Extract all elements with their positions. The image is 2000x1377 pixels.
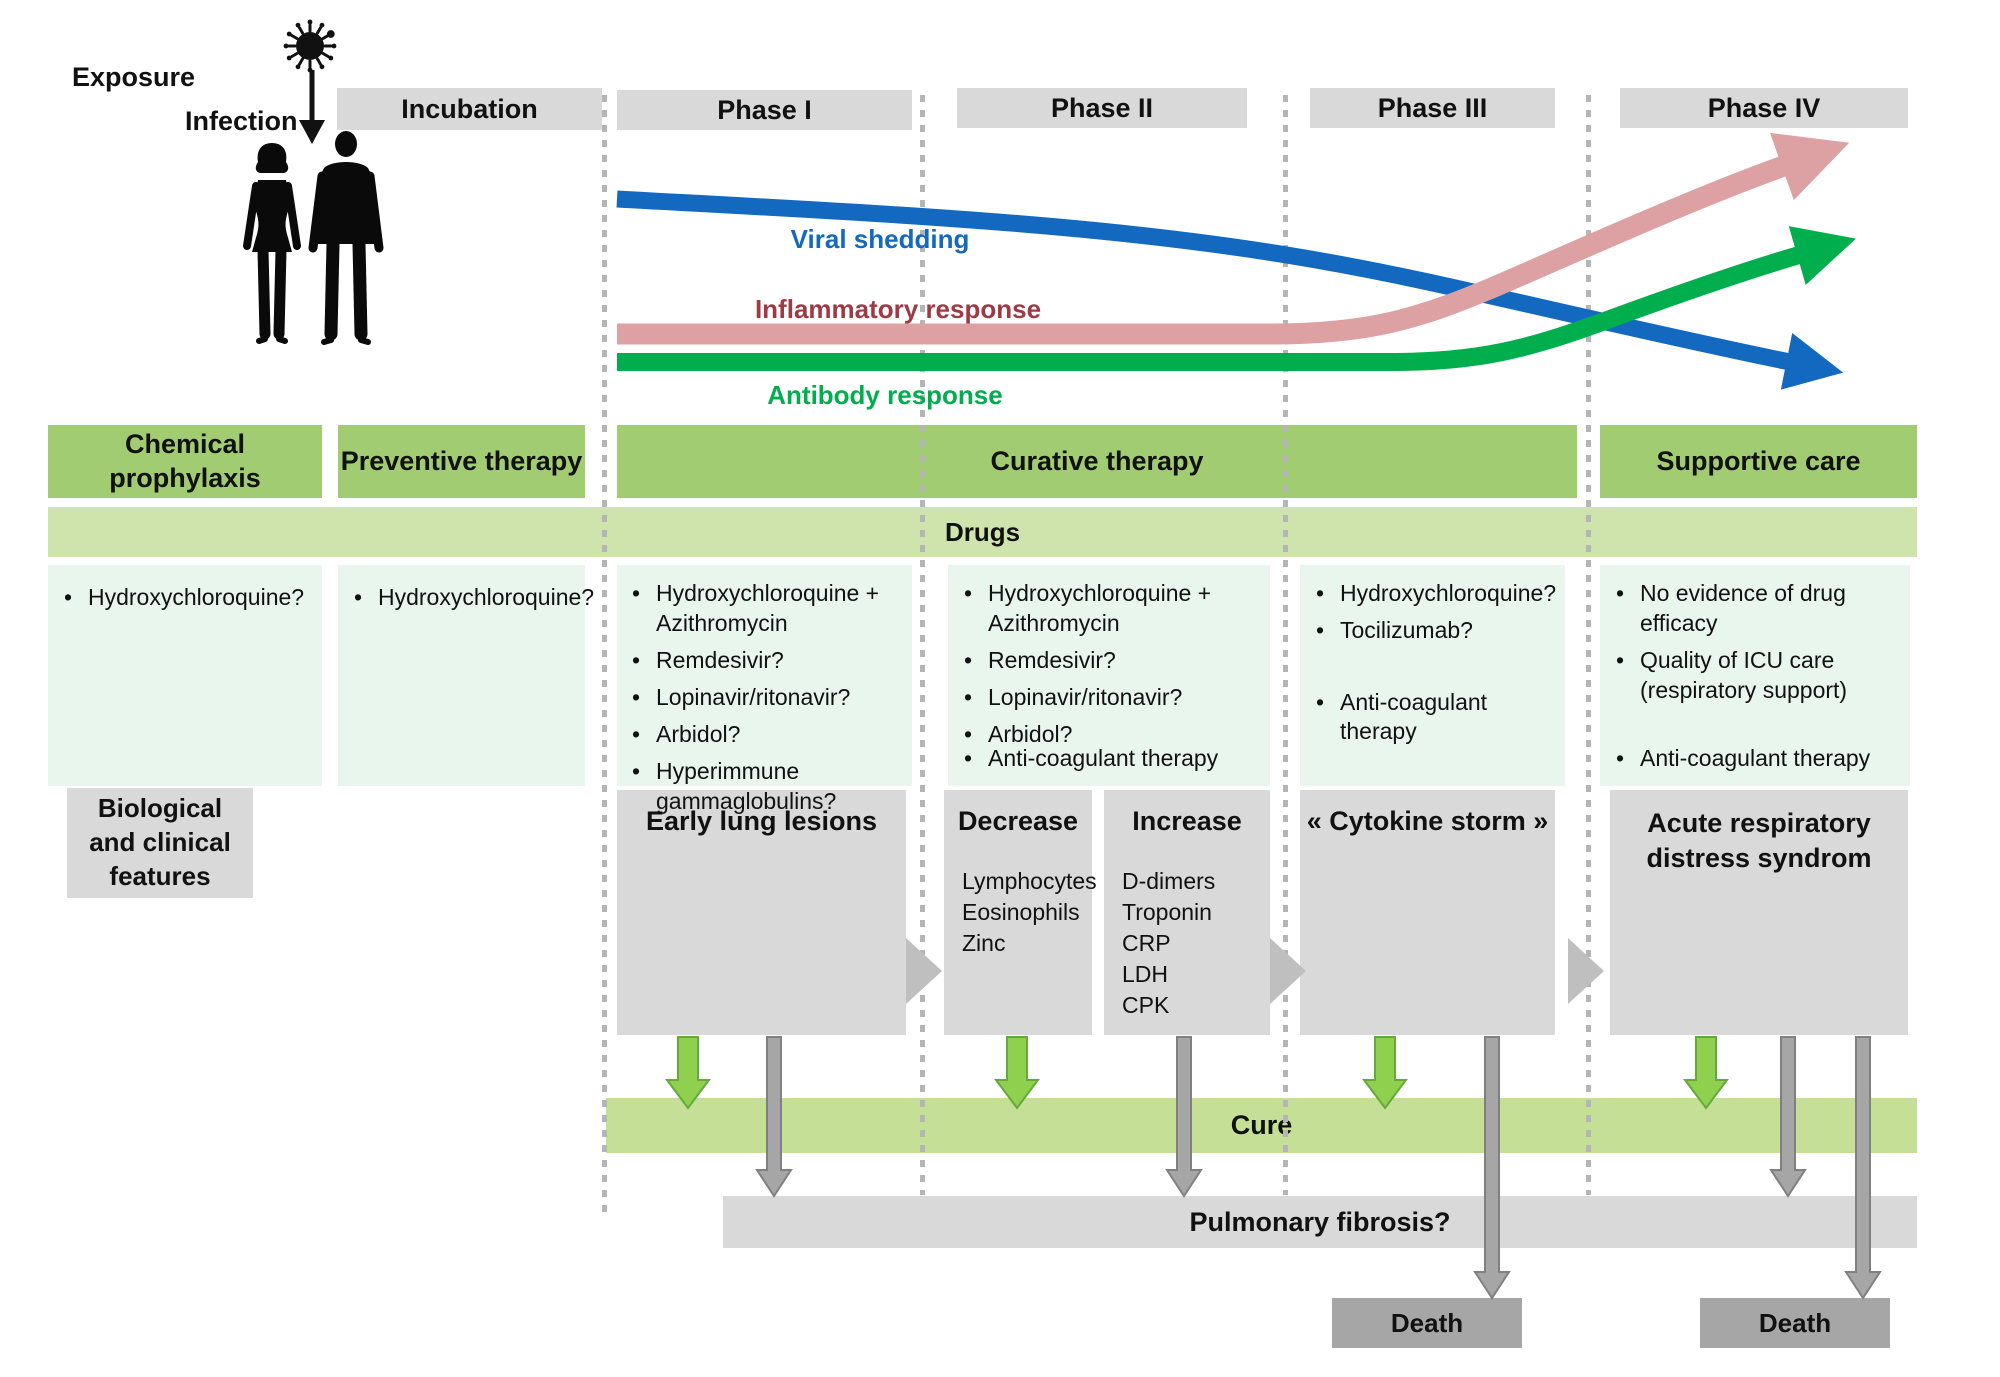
decrease-title: Decrease (957, 806, 1079, 836)
supportive-care-box: Supportive care (1600, 425, 1917, 498)
preventive-therapy-label: Preventive therapy (340, 445, 583, 476)
drug-list-phase3: Hydroxychloroquine? Tocilizumab? (1314, 578, 1558, 652)
exposure-label: Exposure (72, 62, 196, 92)
cure-label: Cure (1230, 1110, 1293, 1140)
increase-title: Increase (1132, 806, 1242, 836)
curative-therapy-box: Curative therapy (617, 425, 1577, 498)
increase-list: D-dimers Troponin CRP LDH CPK (1122, 866, 1215, 1021)
cure-bar: Cure (606, 1098, 1917, 1153)
decrease-item: Lymphocytes (962, 868, 1097, 894)
drug-item: Lopinavir/ritonavir? (962, 682, 1258, 712)
death-label: Death (1390, 1307, 1464, 1338)
header-phase-4: Phase IV (1620, 88, 1908, 128)
phase-divider-line (920, 95, 925, 1195)
preventive-therapy-box: Preventive therapy (338, 425, 585, 498)
decrease-item: Eosinophils (962, 899, 1080, 925)
drug-list-phase2: Hydroxychloroquine + Azithromycin Remdes… (962, 578, 1258, 756)
drug-item: Anti-coagulant therapy (1314, 688, 1558, 746)
drug-item: Anti-coagulant therapy (1614, 744, 1904, 773)
header-phase-1: Phase I (617, 90, 912, 130)
drug-item: Lopinavir/ritonavir? (630, 682, 902, 712)
drugs-band-label: Drugs (944, 516, 1021, 547)
virus-icon (283, 19, 337, 73)
decrease-box: Decrease Lymphocytes Eosinophils Zinc (944, 790, 1097, 1035)
drug-item: Arbidol? (962, 719, 1258, 749)
death-arrow (1473, 1036, 1511, 1300)
drug-item: Hydroxychloroquine? (62, 582, 314, 612)
bio-clinical-features-box: Biological and clinical features (67, 788, 253, 898)
increase-item: D-dimers (1122, 868, 1216, 894)
drug-late-phase2: Anti-coagulant therapy (962, 744, 1258, 773)
header-incubation: Incubation (337, 88, 602, 130)
death-box-phase3: Death (1332, 1298, 1522, 1348)
viral-shedding-label: Viral shedding (790, 224, 970, 254)
drug-list-phase1: Hydroxychloroquine + Azithromycin Remdes… (630, 578, 902, 823)
increase-item: CPK (1122, 992, 1170, 1018)
woman-silhouette (243, 143, 301, 344)
drug-list-preventive: Hydroxychloroquine? (352, 582, 594, 619)
infection-label: Infection (185, 106, 298, 136)
drug-item: Hydroxychloroquine? (352, 582, 594, 612)
increase-item: CRP (1122, 930, 1171, 956)
death-arrow (1844, 1036, 1882, 1300)
chemical-prophylaxis-label: Chemical prophylaxis (109, 428, 261, 493)
phase-divider-line (602, 95, 607, 1215)
antibody-response-label: Antibody response (767, 380, 1003, 410)
increase-item: Troponin (1122, 899, 1212, 925)
drug-item: Arbidol? (630, 719, 902, 749)
drug-item: Tocilizumab? (1314, 615, 1558, 645)
phase-divider-line (1283, 95, 1288, 1195)
phase-divider-line (1586, 95, 1591, 1195)
man-silhouette (308, 131, 384, 345)
decrease-list: Lymphocytes Eosinophils Zinc (962, 866, 1097, 959)
decrease-item: Zinc (962, 930, 1006, 956)
supportive-care-label: Supportive care (1656, 445, 1861, 476)
ards-title: Acute respiratory distress syndrom (1646, 808, 1872, 874)
drug-list-chemical: Hydroxychloroquine? (62, 582, 314, 619)
header-phase-3: Phase III (1310, 88, 1555, 128)
drug-item: Remdesivir? (962, 645, 1258, 675)
drug-item: Remdesivir? (630, 645, 902, 675)
increase-item: LDH (1122, 961, 1169, 987)
drug-late-phase4: Anti-coagulant therapy (1614, 744, 1904, 773)
drug-item: Quality of ICU care (respiratory support… (1614, 645, 1904, 705)
person-silhouettes (243, 131, 384, 345)
chemical-prophylaxis-box: Chemical prophylaxis (48, 425, 322, 498)
drugs-band: Drugs (48, 507, 1917, 557)
drug-item: Anti-coagulant therapy (962, 744, 1258, 773)
pulmonary-fibrosis-bar: Pulmonary fibrosis? (723, 1196, 1917, 1248)
death-label: Death (1758, 1307, 1832, 1338)
inflammatory-response-label: Inflammatory response (754, 294, 1042, 324)
drug-item: Hydroxychloroquine + Azithromycin (962, 578, 1258, 638)
increase-box: Increase D-dimers Troponin CRP LDH CPK (1104, 790, 1270, 1035)
bio-clinical-features-label: Biological and clinical features (89, 793, 231, 891)
pulmonary-fibrosis-label: Pulmonary fibrosis? (1189, 1206, 1451, 1237)
drug-list-phase4: No evidence of drug efficacy Quality of … (1614, 578, 1904, 712)
header-phase-2: Phase II (957, 88, 1247, 128)
drug-item: Hyperimmune gammaglobulins? (630, 756, 902, 816)
death-arrows (1473, 1036, 1882, 1300)
drug-item: Hydroxychloroquine + Azithromycin (630, 578, 902, 638)
drug-late-phase3: Anti-coagulant therapy (1314, 688, 1558, 746)
cytokine-storm-box: « Cytokine storm » (1300, 790, 1555, 1035)
early-lung-lesions-box: Early lung lesions (617, 790, 906, 1035)
infection-arrow (299, 70, 325, 144)
cytokine-storm-title: « Cytokine storm » (1306, 806, 1549, 836)
drug-item: Hydroxychloroquine? (1314, 578, 1558, 608)
curative-therapy-label: Curative therapy (990, 445, 1204, 476)
ards-box: Acute respiratory distress syndrom (1610, 790, 1908, 1035)
death-box-phase4: Death (1700, 1298, 1890, 1348)
drug-item: No evidence of drug efficacy (1614, 578, 1904, 638)
